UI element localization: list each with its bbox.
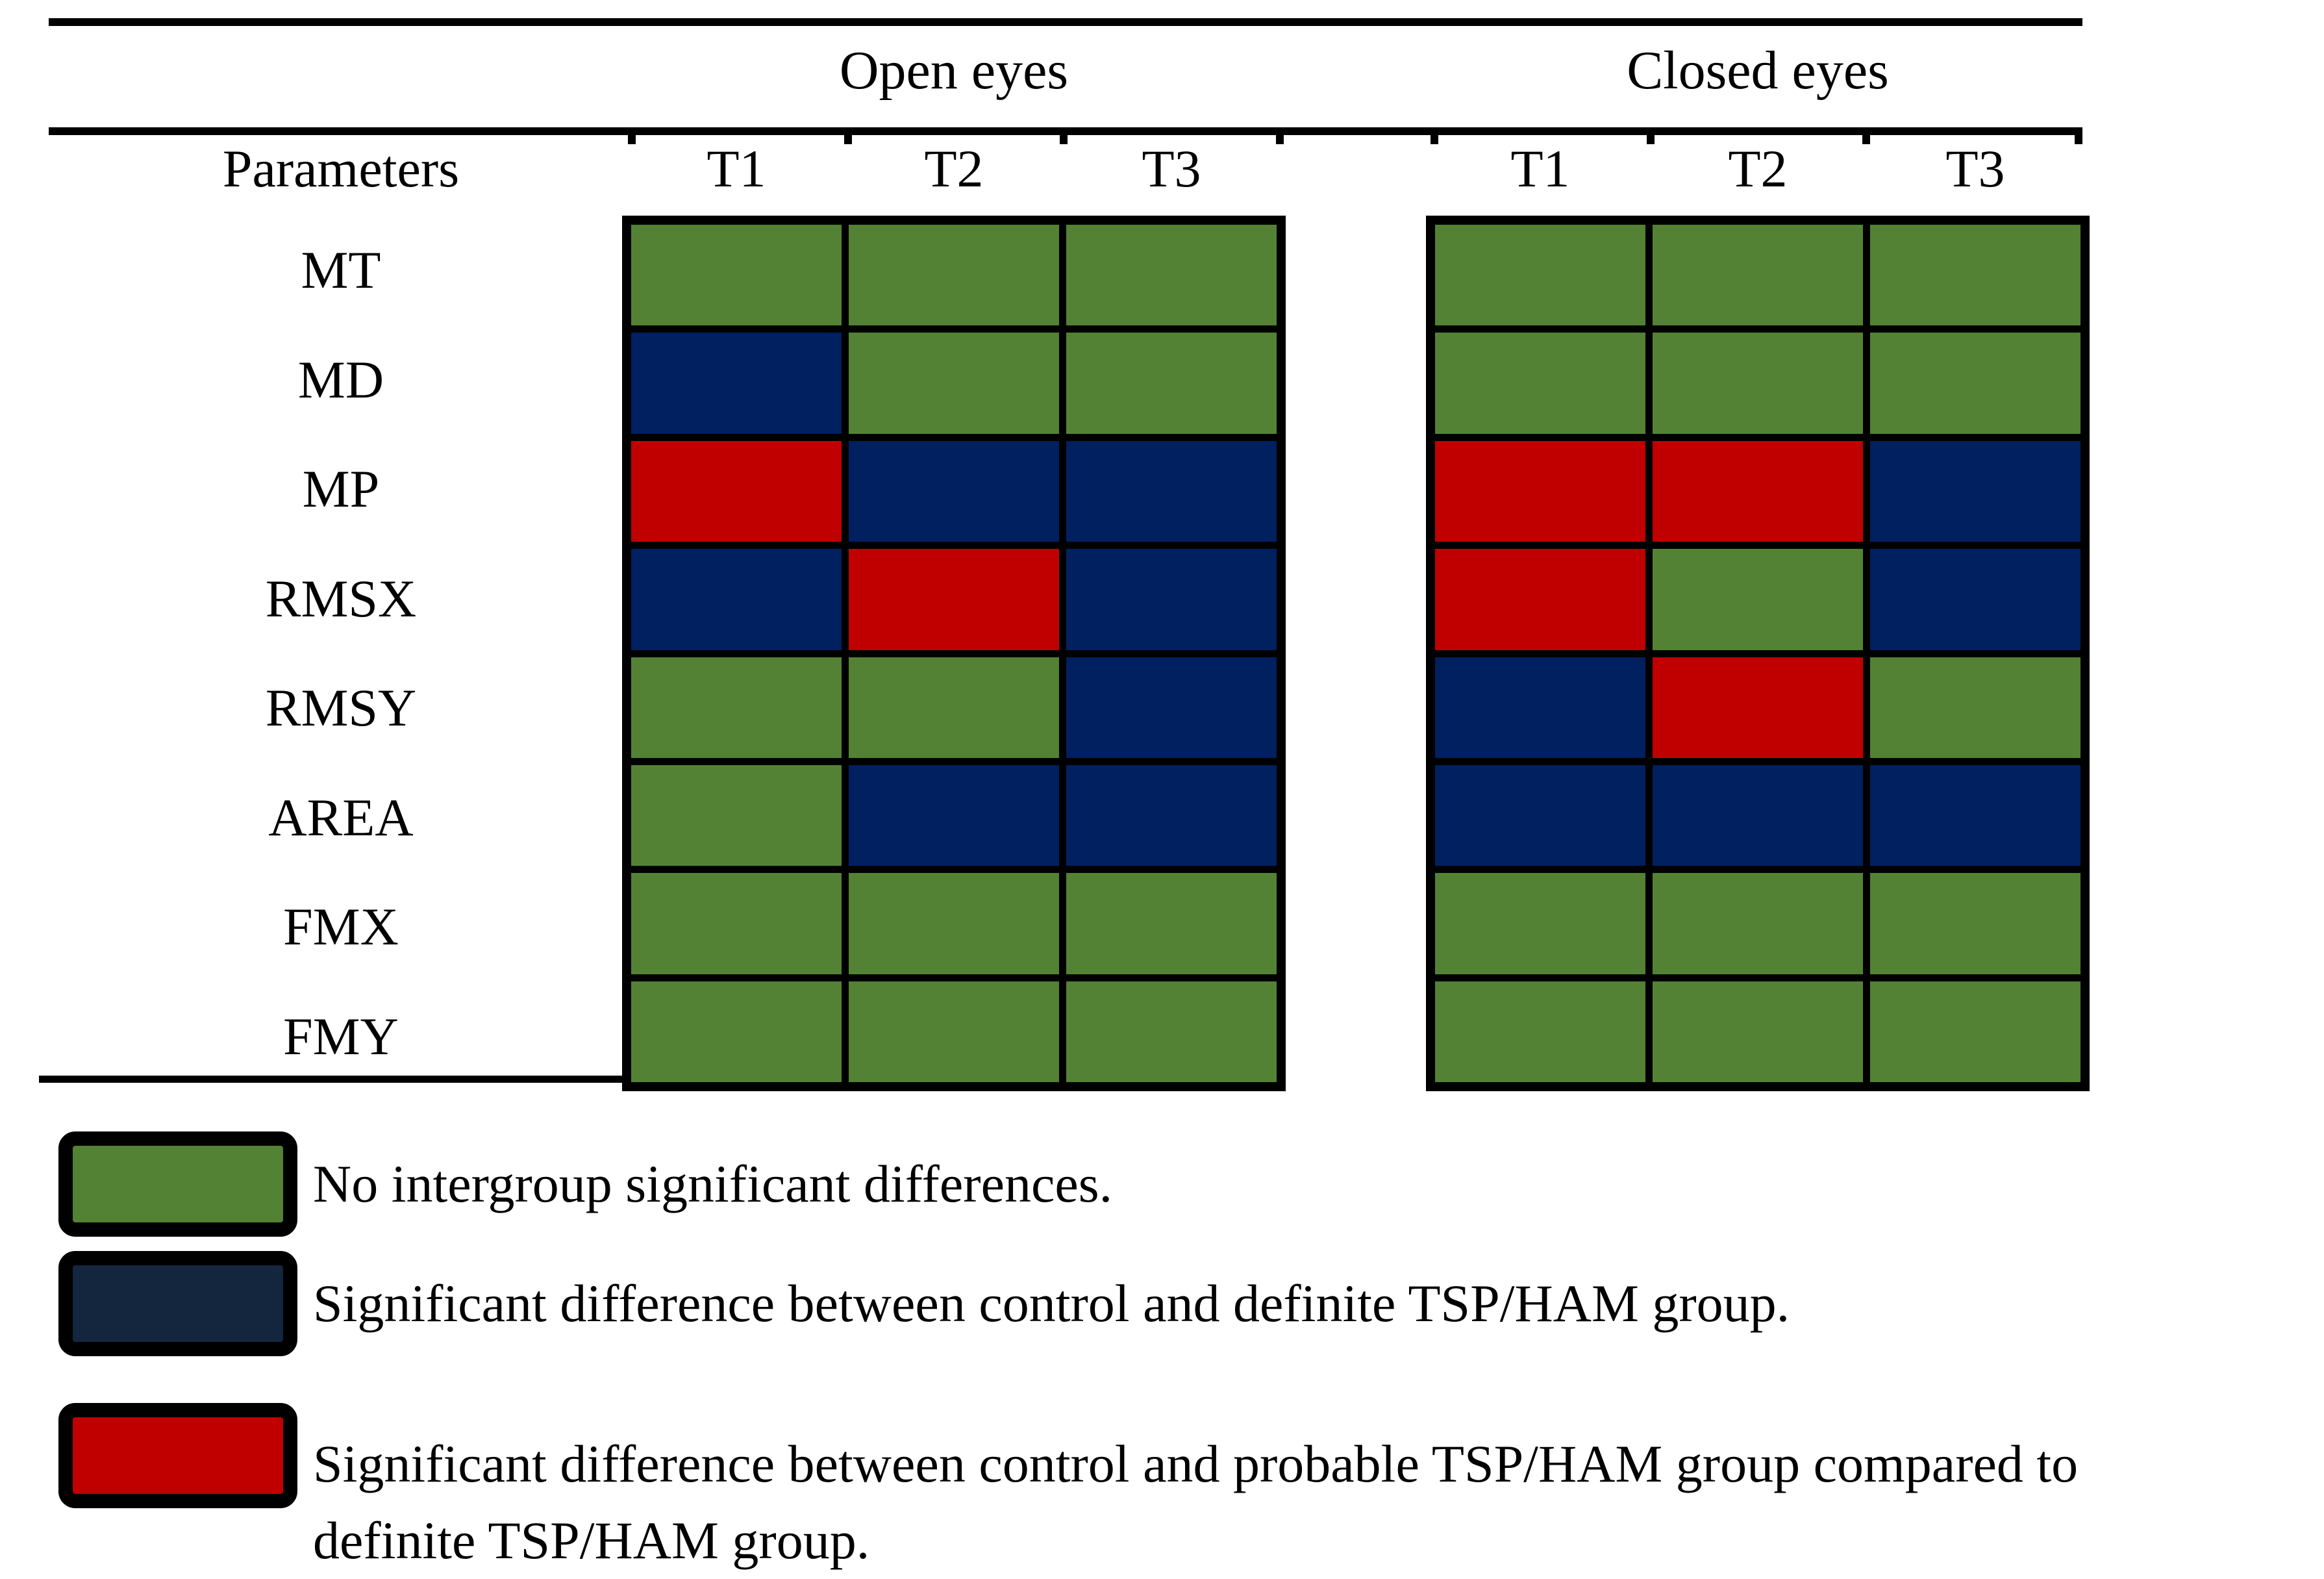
column-tick — [2075, 127, 2082, 144]
cell-open-eyes-fmx-t2 — [849, 873, 1059, 974]
col-header-open-t1: T1 — [706, 139, 766, 198]
cell-closed-eyes-md-t2 — [1653, 333, 1863, 434]
row-label-rmsy: RMSY — [265, 678, 417, 738]
cell-open-eyes-mp-t2 — [849, 440, 1059, 542]
col-header-closed-t3: T3 — [1945, 139, 2005, 198]
row-label-fmx: FMX — [283, 897, 399, 957]
cell-closed-eyes-fmy-t1 — [1435, 981, 1645, 1082]
legend-label-red: Significant difference between control a… — [313, 1426, 2078, 1579]
col-header-open-t2: T2 — [924, 139, 984, 198]
row-label-md: MD — [297, 349, 384, 409]
cell-closed-eyes-mp-t1 — [1435, 440, 1645, 542]
row-label-mp: MP — [302, 459, 380, 519]
legend-swatch-red — [58, 1403, 297, 1508]
cell-open-eyes-md-t2 — [849, 333, 1059, 434]
cell-closed-eyes-fmy-t3 — [1870, 981, 2080, 1082]
legend-label-red-line1: Significant difference between control a… — [313, 1434, 2079, 1493]
column-tick — [628, 127, 636, 144]
legend-label-blue-line1: Significant difference between control a… — [313, 1274, 1790, 1333]
cell-open-eyes-fmx-t3 — [1066, 873, 1277, 974]
group-header-open-eyes: Open eyes — [839, 40, 1069, 101]
cell-open-eyes-fmy-t2 — [849, 981, 1059, 1082]
bottom-rule — [39, 1076, 630, 1083]
cell-open-eyes-rmsy-t1 — [631, 657, 842, 758]
cell-closed-eyes-mp-t3 — [1870, 440, 2080, 542]
legend-swatch-blue — [58, 1251, 297, 1356]
cell-closed-eyes-fmx-t2 — [1653, 873, 1863, 974]
cell-closed-eyes-fmy-t2 — [1653, 981, 1863, 1082]
cell-open-eyes-mp-t1 — [631, 440, 842, 542]
column-tick — [1647, 127, 1655, 144]
legend-label-blue: Significant difference between control a… — [313, 1265, 1790, 1342]
time-headers-open-eyes: T1 T2 T3 — [622, 136, 1286, 201]
legend-label-green: No intergroup significant differences. — [313, 1146, 1112, 1222]
cell-open-eyes-fmy-t3 — [1066, 981, 1277, 1082]
row-label-mt: MT — [301, 240, 381, 300]
column-tick — [1431, 127, 1438, 144]
heatmap-open-eyes — [622, 216, 1286, 1091]
time-headers-closed-eyes: T1 T2 T3 — [1426, 136, 2090, 201]
cell-open-eyes-area-t2 — [849, 764, 1059, 866]
legend-label-red-line2: definite TSP/HAM group. — [313, 1511, 870, 1570]
cell-closed-eyes-rmsy-t3 — [1870, 657, 2080, 758]
cell-open-eyes-mt-t3 — [1066, 225, 1277, 326]
row-label-area: AREA — [268, 787, 414, 847]
cell-open-eyes-fmx-t1 — [631, 873, 842, 974]
cell-open-eyes-mp-t3 — [1066, 440, 1277, 542]
cell-open-eyes-rmsy-t3 — [1066, 657, 1277, 758]
cell-closed-eyes-area-t1 — [1435, 764, 1645, 866]
legend-swatch-green — [58, 1131, 297, 1237]
cell-closed-eyes-fmx-t1 — [1435, 873, 1645, 974]
row-labels: MT MD MP RMSX RMSY AREA FMX FMY — [78, 216, 604, 1091]
column-tick — [1276, 127, 1284, 144]
cell-closed-eyes-rmsx-t3 — [1870, 549, 2080, 650]
cell-closed-eyes-mt-t1 — [1435, 225, 1645, 326]
cell-open-eyes-md-t1 — [631, 333, 842, 434]
cell-closed-eyes-md-t3 — [1870, 333, 2080, 434]
row-label-rmsx: RMSX — [265, 568, 417, 628]
cell-closed-eyes-md-t1 — [1435, 333, 1645, 434]
parameters-header: Parameters — [222, 139, 460, 198]
cell-closed-eyes-rmsy-t2 — [1653, 657, 1863, 758]
legend-label-green-line1: No intergroup significant differences. — [313, 1154, 1113, 1213]
cell-closed-eyes-area-t3 — [1870, 764, 2080, 866]
cell-closed-eyes-mt-t2 — [1653, 225, 1863, 326]
heatmap-closed-eyes — [1426, 216, 2090, 1091]
cell-open-eyes-area-t1 — [631, 764, 842, 866]
cell-closed-eyes-area-t2 — [1653, 764, 1863, 866]
cell-closed-eyes-rmsy-t1 — [1435, 657, 1645, 758]
column-tick — [1862, 127, 1870, 144]
col-header-closed-t2: T2 — [1728, 139, 1788, 198]
cell-closed-eyes-rmsx-t2 — [1653, 549, 1863, 650]
group-header-closed-eyes: Closed eyes — [1627, 40, 1889, 101]
cell-open-eyes-area-t3 — [1066, 764, 1277, 866]
cell-open-eyes-fmy-t1 — [631, 981, 842, 1082]
col-header-open-t3: T3 — [1142, 139, 1201, 198]
cell-open-eyes-rmsy-t2 — [849, 657, 1059, 758]
cell-closed-eyes-mp-t2 — [1653, 440, 1863, 542]
col-header-closed-t1: T1 — [1510, 139, 1570, 198]
cell-open-eyes-rmsx-t1 — [631, 549, 842, 650]
cell-open-eyes-rmsx-t2 — [849, 549, 1059, 650]
top-rule — [49, 18, 2082, 26]
column-tick — [844, 127, 852, 144]
cell-open-eyes-mt-t2 — [849, 225, 1059, 326]
cell-closed-eyes-rmsx-t1 — [1435, 549, 1645, 650]
cell-closed-eyes-mt-t3 — [1870, 225, 2080, 326]
cell-open-eyes-mt-t1 — [631, 225, 842, 326]
row-label-fmy: FMY — [283, 1006, 399, 1066]
cell-open-eyes-md-t3 — [1066, 333, 1277, 434]
cell-closed-eyes-fmx-t3 — [1870, 873, 2080, 974]
cell-open-eyes-rmsx-t3 — [1066, 549, 1277, 650]
column-tick — [1060, 127, 1068, 144]
